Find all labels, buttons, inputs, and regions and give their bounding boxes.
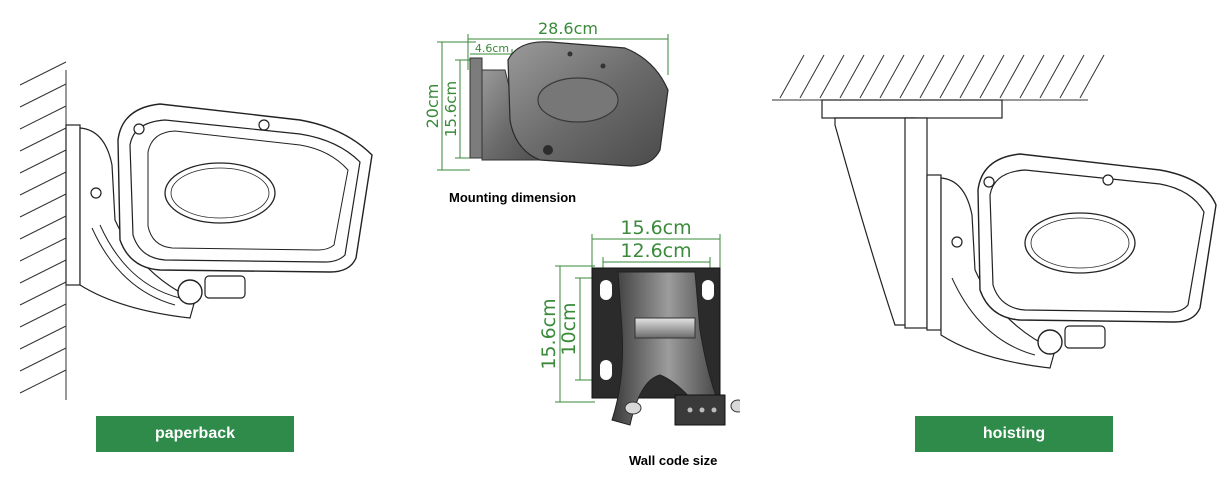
mounting-dimension-caption: Mounting dimension xyxy=(449,190,577,205)
wall-code-drawing: 15.6cm 12.6cm 15.6cm 10cm xyxy=(538,217,740,426)
mounting-offset-label: 4.6cm xyxy=(475,42,509,55)
wall-code-inner-width-label: 12.6cm xyxy=(620,240,691,262)
mounting-dimension-drawing: 28.6cm 4.6cm 20cm 15.6cm xyxy=(423,19,669,171)
hoisting-diagram xyxy=(760,0,1224,410)
ceiling-mount-light-illustration xyxy=(772,54,1217,369)
wall-code-outer-width-label: 15.6cm xyxy=(620,217,691,239)
dimension-lines xyxy=(437,34,669,171)
mounting-height-label: 20cm xyxy=(423,84,442,129)
wall-code-caption: Wall code size xyxy=(629,453,718,468)
hoisting-label: hoisting xyxy=(915,416,1113,452)
wall-hatching xyxy=(19,61,67,400)
paperback-diagram xyxy=(0,0,400,410)
mounting-width-label: 28.6cm xyxy=(538,19,598,38)
wall-code-dimension-lines xyxy=(555,234,721,403)
wall-code-figure: 15.6cm 12.6cm 15.6cm 10cm xyxy=(530,210,740,450)
mounting-inner-height-label: 15.6cm xyxy=(442,81,460,137)
wall-code-inner-height-label: 10cm xyxy=(558,302,580,355)
ceiling-hatching xyxy=(772,54,1105,101)
mounting-dimension-figure: 28.6cm 4.6cm 20cm 15.6cm xyxy=(420,10,680,180)
paperback-label: paperback xyxy=(96,416,294,452)
wall-mount-light-illustration xyxy=(19,61,373,400)
wall-code-outer-height-label: 15.6cm xyxy=(538,298,560,369)
